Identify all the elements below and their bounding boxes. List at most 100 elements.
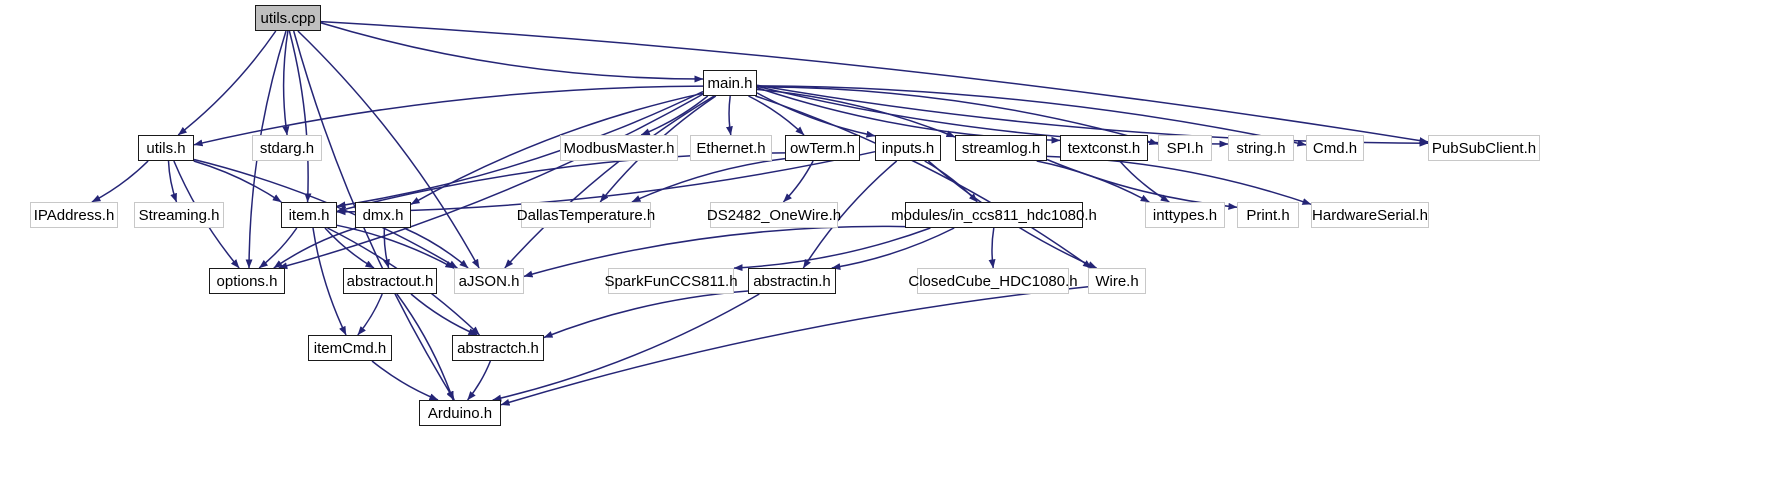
edge-main-h-to-modbus-h xyxy=(640,95,709,136)
edge-utils-h-to-ipaddress-h xyxy=(91,160,149,203)
edge-dmx-h-to-ajson-h xyxy=(403,227,469,269)
graph-node-label: owTerm.h xyxy=(789,139,856,157)
graph-node-label: DallasTemperature.h xyxy=(516,206,656,224)
graph-node-cmd-h[interactable]: Cmd.h xyxy=(1306,135,1364,161)
graph-node-print-h[interactable]: Print.h xyxy=(1237,202,1299,228)
graph-node-label: SparkFunCCS811.h xyxy=(604,272,738,290)
graph-node-abstractch-h[interactable]: abstractch.h xyxy=(452,335,544,361)
edge-item-h-to-itemcmd-h xyxy=(312,227,347,336)
graph-node-streaming-h[interactable]: Streaming.h xyxy=(134,202,224,228)
graph-node-label: utils.cpp xyxy=(260,9,316,27)
graph-node-ccs811mod-h[interactable]: modules/in_ccs811_hdc1080.h xyxy=(891,202,1097,228)
graph-node-label: SPI.h xyxy=(1166,139,1204,157)
graph-node-label: IPAddress.h xyxy=(33,206,115,224)
graph-node-label: abstractout.h xyxy=(346,272,434,290)
edge-ccs811mod-h-to-ajson-h xyxy=(523,225,906,278)
graph-node-label: options.h xyxy=(216,272,278,290)
graph-node-label: string.h xyxy=(1236,139,1286,157)
graph-node-sparkfun-h[interactable]: SparkFunCCS811.h xyxy=(604,268,738,294)
graph-node-textconst-h[interactable]: textconst.h xyxy=(1060,135,1148,161)
graph-node-label: Wire.h xyxy=(1095,272,1139,290)
graph-node-label: abstractin.h xyxy=(753,272,831,290)
graph-node-string-h[interactable]: string.h xyxy=(1228,135,1294,161)
edge-main-h-to-item-h xyxy=(336,90,704,209)
edge-main-h-to-ethernet-h xyxy=(725,95,733,136)
edge-main-h-to-cmd-h xyxy=(756,85,1307,147)
graph-node-ethernet-h[interactable]: Ethernet.h xyxy=(690,135,772,161)
edge-item-h-to-ajson-h xyxy=(336,224,455,269)
graph-node-options-h[interactable]: options.h xyxy=(209,268,285,294)
graph-node-label: abstractch.h xyxy=(457,339,539,357)
edge-utils-cpp-to-stdarg-h xyxy=(282,30,290,136)
graph-node-main-h[interactable]: main.h xyxy=(703,70,757,96)
graph-node-itemcmd-h[interactable]: itemCmd.h xyxy=(308,335,392,361)
graph-node-ds2482-h[interactable]: DS2482_OneWire.h xyxy=(706,202,842,228)
graph-node-label: itemCmd.h xyxy=(313,339,387,357)
edge-utils-cpp-to-pubsub-h xyxy=(320,20,1429,144)
graph-node-owterm-h[interactable]: owTerm.h xyxy=(785,135,860,161)
graph-node-pubsub-h[interactable]: PubSubClient.h xyxy=(1428,135,1540,161)
graph-node-label: inttypes.h xyxy=(1152,206,1218,224)
edge-itemcmd-h-to-arduino-h xyxy=(371,360,439,401)
graph-node-item-h[interactable]: item.h xyxy=(281,202,337,228)
edge-main-h-to-options-h xyxy=(278,93,704,270)
graph-node-label: modules/in_ccs811_hdc1080.h xyxy=(891,206,1097,224)
graph-node-label: HardwareSerial.h xyxy=(1312,206,1428,224)
edge-streamlog-h-to-hwserial-h xyxy=(1046,155,1312,206)
graph-node-utils-cpp[interactable]: utils.cpp xyxy=(255,5,321,31)
graph-node-label: Arduino.h xyxy=(427,404,493,422)
edge-main-h-to-wire-h xyxy=(755,95,1093,269)
edge-utils-h-to-item-h xyxy=(193,160,282,203)
graph-node-label: ModbusMaster.h xyxy=(563,139,675,157)
graph-node-ipaddress-h[interactable]: IPAddress.h xyxy=(30,202,118,228)
edge-abstractout-h-to-abstractch-h xyxy=(410,293,478,336)
edge-dmx-h-to-abstractout-h xyxy=(383,227,390,269)
edge-inputs-h-to-abstractin-h xyxy=(802,160,898,269)
edge-utils-cpp-to-main-h xyxy=(320,22,704,83)
graph-node-label: DS2482_OneWire.h xyxy=(706,206,842,224)
edge-abstractout-h-to-itemcmd-h xyxy=(357,293,383,336)
graph-node-modbus-h[interactable]: ModbusMaster.h xyxy=(560,135,678,161)
graph-node-closedcube-h[interactable]: ClosedCube_HDC1080.h xyxy=(908,268,1078,294)
edge-abstractin-h-to-arduino-h xyxy=(492,293,760,402)
edge-owterm-h-to-dallas-h xyxy=(631,157,786,203)
graph-node-inttypes-h[interactable]: inttypes.h xyxy=(1145,202,1225,228)
graph-node-label: inputs.h xyxy=(881,139,935,157)
edge-main-h-to-ajson-h xyxy=(504,95,715,269)
graph-node-label: dmx.h xyxy=(362,206,404,224)
graph-node-abstractin-h[interactable]: abstractin.h xyxy=(748,268,836,294)
edge-main-h-to-owterm-h xyxy=(748,95,805,136)
edge-abstractin-h-to-abstractch-h xyxy=(543,290,749,339)
graph-node-ajson-h[interactable]: aJSON.h xyxy=(454,268,524,294)
graph-node-label: utils.h xyxy=(146,139,186,157)
graph-node-label: Cmd.h xyxy=(1312,139,1358,157)
graph-node-utils-h[interactable]: utils.h xyxy=(138,135,194,161)
graph-node-dmx-h[interactable]: dmx.h xyxy=(355,202,411,228)
edge-abstractch-h-to-arduino-h xyxy=(467,360,492,401)
graph-node-hwserial-h[interactable]: HardwareSerial.h xyxy=(1311,202,1429,228)
edge-ccs811mod-h-to-closedcube-h xyxy=(988,227,996,269)
edge-textconst-h-to-inttypes-h xyxy=(1119,160,1170,203)
graph-node-spi-h[interactable]: SPI.h xyxy=(1158,135,1212,161)
edge-utils-cpp-to-item-h xyxy=(288,30,312,203)
graph-node-label: stdarg.h xyxy=(259,139,315,157)
graph-node-stdarg-h[interactable]: stdarg.h xyxy=(252,135,322,161)
edge-utils-h-to-streaming-h xyxy=(167,160,178,203)
edge-ccs811mod-h-to-sparkfun-h xyxy=(733,227,931,272)
graph-node-abstractout-h[interactable]: abstractout.h xyxy=(343,268,437,294)
graph-node-wire-h[interactable]: Wire.h xyxy=(1088,268,1146,294)
edge-abstractout-h-to-arduino-h xyxy=(396,293,454,401)
graph-node-streamlog-h[interactable]: streamlog.h xyxy=(955,135,1047,161)
graph-node-arduino-h[interactable]: Arduino.h xyxy=(419,400,501,426)
edge-streamlog-h-to-inttypes-h xyxy=(1036,160,1150,203)
edge-main-h-to-dmx-h xyxy=(410,92,704,205)
edge-main-h-to-inputs-h xyxy=(756,92,876,138)
graph-node-label: Ethernet.h xyxy=(696,139,766,157)
edge-inputs-h-to-item-h xyxy=(336,150,876,216)
graph-node-inputs-h[interactable]: inputs.h xyxy=(875,135,941,161)
graph-node-label: aJSON.h xyxy=(458,272,520,290)
graph-node-dallas-h[interactable]: DallasTemperature.h xyxy=(517,202,655,228)
edge-utils-cpp-to-ajson-h xyxy=(297,30,480,269)
